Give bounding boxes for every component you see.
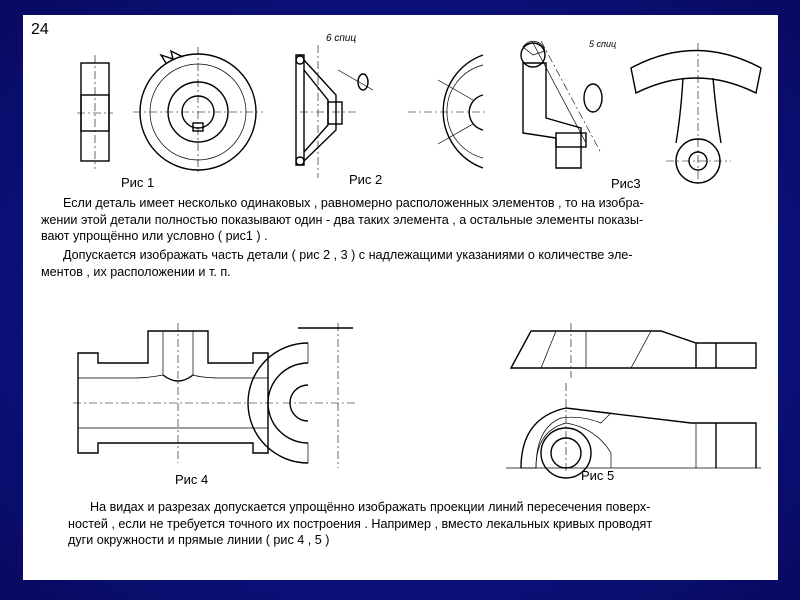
- paragraph-3-line: На видах и разрезах допускается упрощённ…: [90, 500, 651, 514]
- paragraph-1-line: Если деталь имеет несколько одинаковых ,…: [63, 196, 644, 210]
- fig5-label: Рис 5: [581, 468, 615, 483]
- slide: 24 Рис 1: [23, 15, 778, 580]
- paragraph-1-line: вают упрощённо или условно ( рис1 ) .: [41, 229, 268, 243]
- paragraph-1-line: жении этой детали полностью показывают о…: [41, 212, 644, 227]
- fig1-label: Рис 1: [121, 175, 155, 190]
- fig3-annotation: 5 спиц: [589, 39, 617, 49]
- fig4-label: Рис 4: [175, 472, 209, 487]
- paragraph-2-line: Допускается изображать часть детали ( ри…: [63, 248, 633, 262]
- fig3-drawing: [520, 40, 762, 184]
- fig3-label: Рис3: [611, 176, 641, 191]
- fig2-annotation: 6 спиц: [326, 33, 357, 44]
- paragraph-1: Если деталь имеет несколько одинаковых ,…: [41, 195, 771, 245]
- paragraph-3: На видах и разрезах допускается упрощённ…: [68, 499, 773, 549]
- fig5-drawing: [506, 323, 761, 479]
- fig2-label: Рис 2: [349, 172, 383, 187]
- fig2-drawing: [295, 45, 488, 178]
- paragraph-2: Допускается изображать часть детали ( ри…: [41, 247, 771, 280]
- page-number: 24: [31, 21, 49, 38]
- fig1-drawing: [77, 47, 263, 175]
- paragraph-2-line: ментов , их расположении и т. п.: [41, 264, 231, 279]
- fig4-drawing: [73, 323, 358, 468]
- paragraph-3-line: ностей , если не требуется точного их по…: [68, 516, 653, 531]
- paragraph-3-line: дуги окружности и прямые линии ( рис 4 ,…: [68, 533, 330, 547]
